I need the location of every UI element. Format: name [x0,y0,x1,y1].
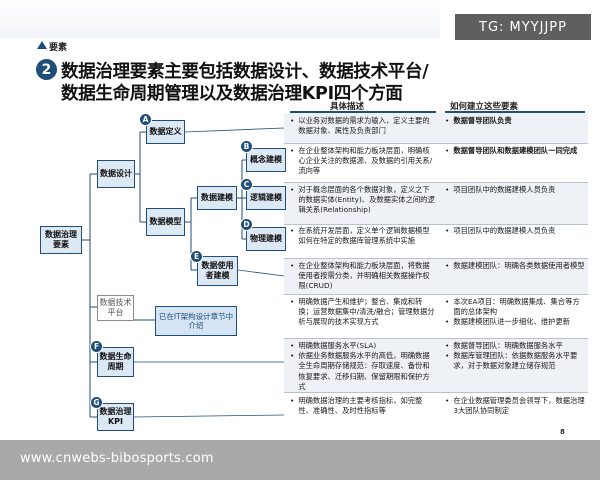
row-background [284,113,588,143]
row-resp: •本次EA项目：明确数据集成、集合等方面的总体架构 •数据建模团队进一步细化、维… [445,297,580,327]
node-data-modeling: 数据建模 [197,186,237,210]
row-desc: •在系统开发层面，定义单个逻辑数据模型如何在特定的数据库管理系统中实施 [290,226,430,246]
node-logical-modeling: 逻辑建模 [246,186,286,210]
logo-icon [37,41,47,49]
badge-a: A [139,113,152,126]
node-data-model: 数据模型 [146,208,185,236]
row-resp: •项目团队中的数据建模人员负责 [445,185,556,194]
row-desc: •明确数据服务水平(SLA) •依据业务数据服务水平的高低，明确数据全生命周期存… [290,341,430,391]
node-data-tech-platform: 数据技术平台 [97,295,134,321]
row-desc: •以业务对数据的需求为输入，定义主要的数据对象、属性及负责部门 [290,116,430,136]
callout-note: 已在IT架构设计章节中介绍 [155,306,237,336]
row-divider [284,258,588,259]
row-divider [284,143,588,144]
bottom-bar [0,440,600,480]
row-divider [284,338,588,339]
badge-g: G [90,396,103,409]
node-concept-modeling: 概念建模 [246,148,286,172]
row-desc: •在企业整体架构和能力板块层面，明确核心企业关注的数据源、及数据的引用关系/流向… [290,146,433,176]
top-bar [0,0,440,38]
row-background [284,338,588,392]
badge-c: C [240,178,253,191]
row-resp: •在企业数据管理委员会领导下，数据治理3大团队协同制定 [445,396,585,416]
footer-url: www.cnwebs-bibosports.com [20,451,214,466]
row-resp: •项目团队中的数据建模人员负责 [445,226,556,235]
row-background [284,182,588,224]
row-divider [284,182,588,183]
row-divider [284,392,588,393]
page-title-line1: 数据治理要素主要包括数据设计、数据技术平台/ [61,62,429,82]
node-data-lifecycle: 数据生命周期 [97,347,134,377]
badge-b: B [240,140,253,153]
column-header-desc: 具体描述 [330,102,365,112]
watermark: TG: MYYJJPP [455,14,591,40]
title-number-badge: 2 [36,59,57,80]
row-resp: •数据建模团队：明确各类数据使用者模型 [445,261,585,270]
badge-e: E [190,250,203,263]
row-desc: •对于概念层面的各个数据对象，定义之下的数据实体(Entity)、及数据实体之间… [290,185,435,215]
badge-f: F [90,340,103,353]
row-desc: •明确数据治理的主要考核指标，如完整性、准确性、及时性指标等 [290,396,423,416]
row-resp: •数据督导团队：明确数据服务水平 •数据库管理团队：依据数据服务水平要求，对于数… [445,341,578,371]
column-header-resp: 如何建立这些要素 [450,102,519,112]
row-divider [284,224,588,225]
page-title-line2: 数据生命周期管理以及数据治理KPI四个方面 [61,84,403,104]
row-resp: •数据督导团队和数据建模团队一同完成 [445,146,578,155]
row-divider [284,294,588,295]
node-data-design: 数据设计 [97,160,135,188]
row-background [284,258,588,294]
badge-d: D [240,218,253,231]
section-label: 要素 [49,43,68,53]
row-desc: •在企业整体架构和能力板块层面，将数据使用者按需分类，并明确相关数据操作权限(C… [290,261,430,291]
page-number: 8 [560,428,565,436]
node-data-definition: 数据定义 [146,120,185,144]
node-data-governance-kpi: 数据治理KPI [97,403,134,431]
node-data-user-modeling: 数据使用者建模 [197,256,238,286]
node-data-governance-elements: 数据治理要素 [40,226,82,254]
column-rule-desc [290,111,436,113]
column-rule-resp [445,111,585,113]
node-physical-modeling: 物理建模 [246,227,286,251]
row-resp: •数据督导团队负责 [445,116,512,125]
row-desc: •明确数据产生和维护；整合、集成和转换；运营数据集中/清洗/融合；管理数据分析与… [290,297,435,327]
